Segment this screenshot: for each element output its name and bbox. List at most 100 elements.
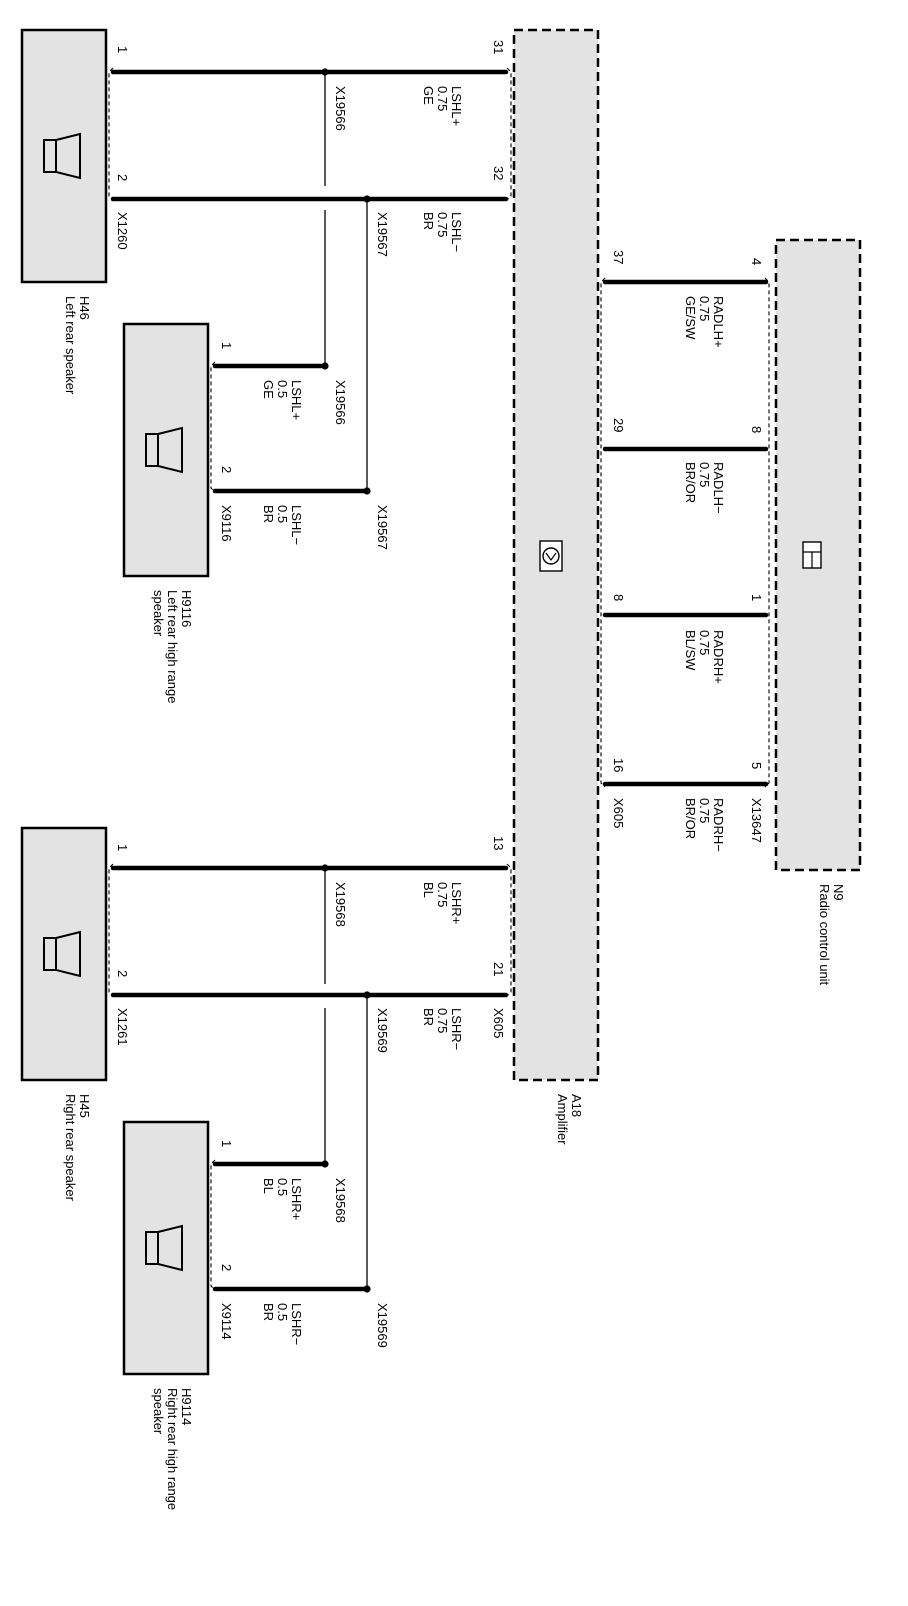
splice-label: X19568: [333, 1178, 348, 1223]
signal-label: LSHR+: [289, 1178, 304, 1220]
wire-label-group: LSHR− 0.75 BR: [421, 1008, 464, 1050]
connector-x605-left-upper: [506, 67, 512, 201]
size-label: 0.5: [275, 1303, 290, 1321]
signal-label: LSHL+: [289, 380, 304, 420]
pin-label: 5: [749, 762, 764, 769]
connector-x1261: [108, 863, 114, 997]
speaker-icon: [145, 1224, 183, 1272]
splice-dot: [321, 362, 329, 370]
wire-label-group: LSHL+ 0.75 GE: [421, 86, 464, 126]
speaker-icon: [43, 930, 81, 978]
wire-label-group: LSHR− 0.5 BR: [261, 1303, 304, 1345]
signal-label: LSHR+: [449, 882, 464, 924]
splice-dot: [321, 68, 329, 76]
color-label: BR: [261, 505, 276, 523]
connector-x9114: [210, 1159, 216, 1291]
pin-label: 29: [611, 418, 626, 432]
size-label: 0.75: [697, 630, 712, 655]
signal-label: RADRH−: [711, 798, 726, 852]
speaker-icon: [145, 426, 183, 474]
pin-label: 2: [219, 466, 234, 473]
signal-label: RADLH−: [711, 462, 726, 514]
component-id: H9114: [179, 1388, 194, 1425]
component-name: Right rear high range: [165, 1388, 180, 1510]
wire-label-group: RADLH− 0.75 BR/OR: [683, 462, 726, 514]
splice-dot: [363, 991, 371, 999]
connector-label: X605: [611, 798, 626, 828]
connector-label: X1260: [115, 212, 130, 250]
pin-label: 13: [491, 836, 506, 850]
connector-x1260: [108, 67, 114, 201]
pin-label: 21: [491, 962, 506, 976]
splice-dot: [363, 1285, 371, 1293]
pin-label: 16: [611, 758, 626, 772]
size-label: 0.75: [435, 212, 450, 237]
wire-label-group: RADRH+ 0.75 BL/SW: [683, 630, 726, 684]
splice-label: X19569: [375, 1008, 390, 1053]
component-name: speaker: [151, 1388, 166, 1435]
pin-label: 1: [749, 594, 764, 601]
wire-label-group: LSHL− 0.5 BR: [261, 505, 304, 545]
color-label: BL/SW: [683, 630, 698, 671]
component-name: Radio control unit: [817, 884, 832, 986]
connector-label: X1261: [115, 1008, 130, 1046]
wire-label-group: LSHL+ 0.5 GE: [261, 380, 304, 420]
pin-label: 32: [491, 166, 506, 180]
splice-label: X19568: [333, 882, 348, 927]
color-label: BL: [261, 1178, 276, 1194]
color-label: GE: [421, 86, 436, 105]
color-label: BL: [421, 882, 436, 898]
color-label: BR/OR: [683, 798, 698, 839]
color-label: BR/OR: [683, 462, 698, 503]
color-label: GE/SW: [683, 296, 698, 340]
component-name: Right rear speaker: [63, 1094, 78, 1202]
component-name: Amplifier: [555, 1094, 570, 1145]
pin-label: 1: [219, 342, 234, 349]
size-label: 0.5: [275, 1178, 290, 1196]
splice-label: X19567: [375, 505, 390, 550]
connector-label: X13647: [749, 798, 764, 843]
signal-label: RADLH+: [711, 296, 726, 348]
component-id: H9116: [179, 590, 194, 627]
splice-dot: [363, 487, 371, 495]
component-id: N9: [831, 884, 846, 901]
pin-label: 2: [219, 1264, 234, 1271]
size-label: 0.5: [275, 380, 290, 398]
size-label: 0.75: [697, 798, 712, 823]
pin-label: 37: [611, 250, 626, 264]
pin-label: 8: [749, 426, 764, 433]
wire-label-group: LSHL− 0.75 BR: [421, 212, 464, 252]
connector-label: X605: [491, 1008, 506, 1038]
component-name: Left rear high range: [165, 590, 180, 703]
wire-label-group: LSHR+ 0.5 BL: [261, 1178, 304, 1220]
signal-label: LSHL−: [289, 505, 304, 545]
pin-label: 31: [491, 40, 506, 54]
component-id: A18: [569, 1094, 584, 1117]
size-label: 0.75: [435, 1008, 450, 1033]
speaker-icon: [43, 132, 81, 180]
splice-label: X19567: [375, 212, 390, 257]
wire-label-group: RADRH− 0.75 BR/OR: [683, 798, 726, 852]
connector-x9116: [210, 361, 216, 493]
pin-label: 1: [115, 844, 130, 851]
component-name: speaker: [151, 590, 166, 637]
radio-icon: [802, 541, 822, 569]
size-label: 0.75: [435, 882, 450, 907]
color-label: BR: [421, 212, 436, 230]
signal-label: LSHR−: [289, 1303, 304, 1345]
component-name: Left rear speaker: [63, 296, 78, 395]
size-label: 0.75: [697, 296, 712, 321]
connector-x605-right: [600, 277, 606, 788]
signal-label: LSHL−: [449, 212, 464, 252]
signal-label: LSHR−: [449, 1008, 464, 1050]
connector-x13647: [764, 277, 770, 788]
splice-dot: [363, 195, 371, 203]
wire-label-group: RADLH+ 0.75 GE/SW: [683, 296, 726, 348]
pin-label: 1: [115, 46, 130, 53]
splice-dot: [321, 1160, 329, 1168]
connector-label: X9114: [219, 1303, 234, 1340]
wire-label-group: LSHR+ 0.75 BL: [421, 882, 464, 924]
pin-label: 2: [115, 174, 130, 181]
size-label: 0.75: [697, 462, 712, 487]
